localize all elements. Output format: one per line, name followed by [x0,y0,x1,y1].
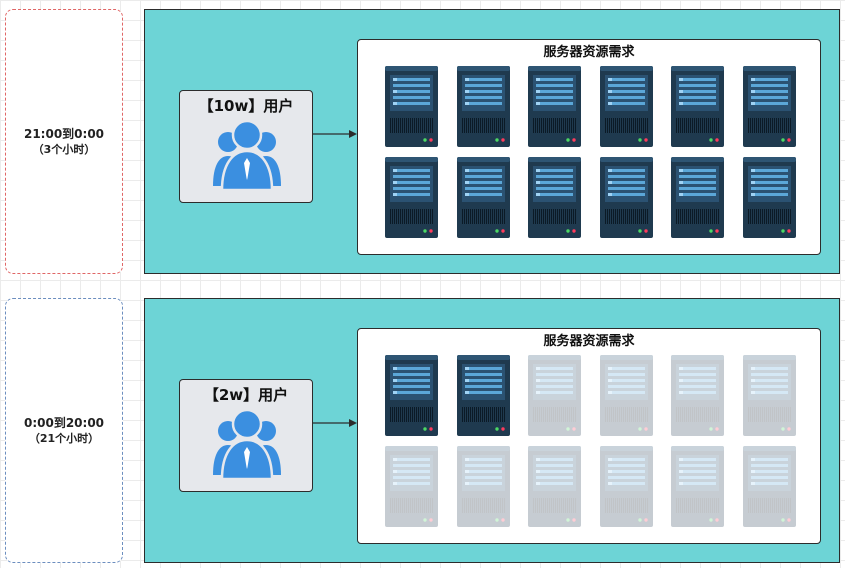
server-rack-icon [742,157,796,238]
server-rack-icon [599,157,653,238]
offpeak-server-box: 服务器资源需求 [357,328,821,544]
peak-time-box: 21:00到0:00 （3个小时） [5,9,123,274]
offpeak-time-box: 0:00到20:00 （21个小时） [5,298,123,563]
server-rack-icon [528,157,582,238]
offpeak-connector-arrow [313,419,357,427]
offpeak-time-duration: （21个小时） [28,431,100,445]
server-rack-icon [599,66,653,147]
peak-user-box: 【10w】用户 [179,90,313,203]
server-rack-icon [385,66,438,147]
server-rack-icon [742,446,796,527]
server-rack-icon [528,446,582,527]
offpeak-user-label: 【2w】用户 [203,386,289,404]
server-rack-icon [456,355,510,436]
server-rack-icon [742,355,796,436]
offpeak-server-grid [385,355,796,527]
server-rack-icon [671,66,725,147]
peak-time-range: 21:00到0:00 [23,126,105,141]
server-rack-icon [599,355,653,436]
server-rack-icon [528,66,582,147]
peak-user-label: 【10w】用户 [198,97,294,115]
server-rack-icon [456,66,510,147]
peak-server-title: 服务器资源需求 [543,45,635,60]
user-group-icon [213,119,281,192]
offpeak-time-range: 0:00到20:00 [23,415,105,430]
server-rack-icon [456,157,510,238]
peak-connector-arrow [313,130,357,138]
server-rack-icon [385,355,438,436]
offpeak-panel: 【2w】用户 服务器资源需求 [144,298,840,563]
server-rack-icon [456,446,510,527]
server-rack-icon [671,157,725,238]
offpeak-server-title: 服务器资源需求 [543,334,635,349]
server-rack-icon [385,157,438,238]
server-rack-icon [742,66,796,147]
server-rack-icon [671,355,725,436]
peak-panel: 【10w】用户 服务器资源需求 [144,9,840,274]
server-rack-icon [599,446,653,527]
peak-server-box: 服务器资源需求 [357,39,821,255]
server-rack-icon [671,446,725,527]
server-rack-icon [385,446,438,527]
server-rack-icon [528,355,582,436]
peak-time-duration: （3个小时） [32,142,96,156]
offpeak-user-box: 【2w】用户 [179,379,313,492]
peak-server-grid [385,66,796,238]
user-group-icon [213,408,281,481]
